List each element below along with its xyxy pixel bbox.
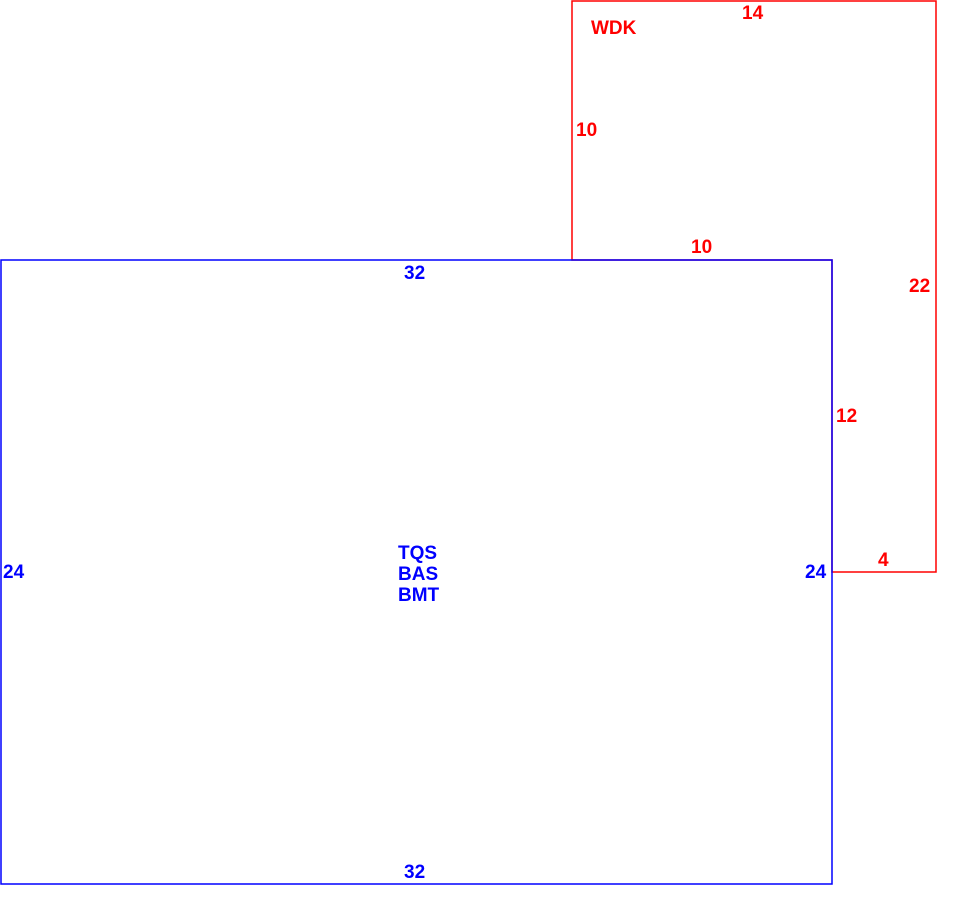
deck-dim-inner-right: 12 — [836, 406, 858, 427]
main-dim-left: 24 — [3, 562, 25, 583]
main-dim-right: 24 — [805, 562, 827, 583]
deck-dim-right: 22 — [909, 276, 931, 297]
main-dim-bottom: 32 — [404, 862, 426, 883]
deck-outline — [571, 0, 937, 573]
deck-dim-left: 10 — [576, 120, 598, 141]
deck-code-label: WDK — [591, 18, 637, 39]
deck-dim-bottom: 4 — [878, 550, 889, 571]
main-dim-top: 32 — [404, 263, 426, 284]
deck-dim-bottom-inner: 10 — [691, 237, 713, 258]
main-code-1: TQS — [398, 543, 438, 564]
main-code-2: BAS — [398, 564, 439, 585]
deck-dim-top: 14 — [742, 3, 764, 24]
main-area-outline — [0, 259, 833, 885]
main-code-3: BMT — [398, 585, 440, 606]
